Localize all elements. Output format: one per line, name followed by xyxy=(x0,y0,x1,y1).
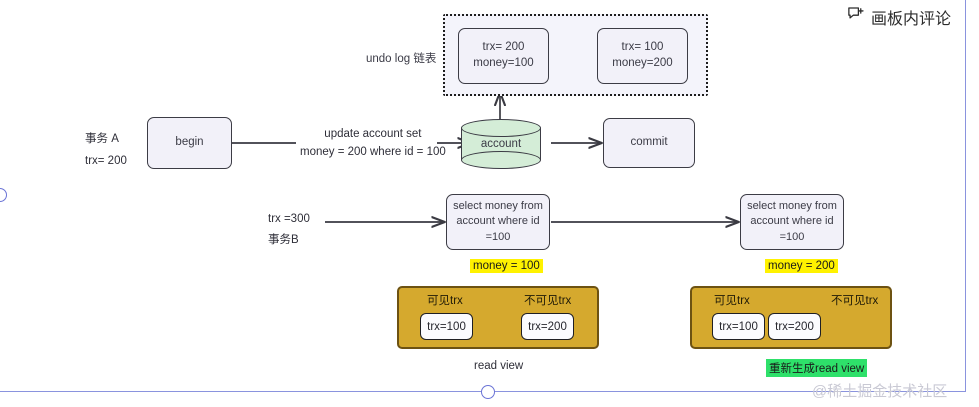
undo-log-entry-1[interactable]: trx= 200 money=100 xyxy=(458,28,549,84)
undo-log-label: undo log 链表 xyxy=(366,53,437,65)
read-view-1-caption: read view xyxy=(474,360,524,372)
select-node-second[interactable]: select money from account where id =100 xyxy=(740,194,844,250)
commit-node[interactable]: commit xyxy=(603,118,695,168)
comment-in-board-button[interactable]: 画板内评论 xyxy=(847,5,951,29)
transaction-b-name: 事务B xyxy=(268,234,299,246)
read-view-1-visible-header: 可见trx xyxy=(427,295,463,307)
read-view-2-visible-chip[interactable]: trx=100 xyxy=(712,313,765,340)
undo-log-entry-2[interactable]: trx= 100 money=200 xyxy=(597,28,688,84)
select-node-first[interactable]: select money from account where id =100 xyxy=(446,194,550,250)
commit-label: commit xyxy=(630,136,668,149)
read-view-1-invisible-header: 不可见trx xyxy=(524,295,572,307)
update-statement-line2: money = 200 where id = 100 xyxy=(300,145,446,158)
select-first-result: money = 100 xyxy=(470,259,543,273)
transaction-a-trx: trx= 200 xyxy=(85,155,127,167)
begin-label: begin xyxy=(175,136,204,149)
read-view-2-visible-header: 可见trx xyxy=(714,295,750,307)
account-table-label: account xyxy=(480,138,522,150)
update-statement-line1: update account set xyxy=(324,128,422,140)
read-view-1-invisible-chip[interactable]: trx=200 xyxy=(521,313,574,340)
comment-plus-icon xyxy=(847,6,864,28)
select-first-line3: =100 xyxy=(485,230,511,243)
watermark: @稀土掘金技术社区 xyxy=(812,383,948,400)
select-second-line1: select money from xyxy=(747,200,837,213)
undo-entry-1-trx: trx= 200 xyxy=(482,41,525,54)
undo-entry-2-trx: trx= 100 xyxy=(621,41,664,54)
read-view-2-invisible-header: 不可见trx xyxy=(831,295,879,307)
select-first-line1: select money from xyxy=(453,200,543,213)
selection-handle-left[interactable] xyxy=(0,188,7,202)
account-table-cylinder[interactable]: account xyxy=(461,119,541,169)
select-second-line3: =100 xyxy=(779,230,805,243)
read-view-2-invisible-chip[interactable]: trx=200 xyxy=(768,313,821,340)
selection-handle-bottom[interactable] xyxy=(481,385,495,399)
transaction-a-name: 事务 A xyxy=(85,133,119,145)
begin-node[interactable]: begin xyxy=(147,117,232,169)
select-first-line2: account where id xyxy=(456,215,540,228)
read-view-2-caption: 重新生成read view xyxy=(766,359,868,377)
comment-in-board-label: 画板内评论 xyxy=(871,11,952,28)
select-second-result: money = 200 xyxy=(765,259,838,273)
cylinder-top xyxy=(461,119,541,137)
select-second-line2: account where id xyxy=(750,215,834,228)
transaction-b-trx: trx =300 xyxy=(268,213,310,225)
cylinder-bottom xyxy=(461,151,541,169)
update-statement: update account set money = 200 where id … xyxy=(300,126,446,162)
read-view-1-visible-chip[interactable]: trx=100 xyxy=(420,313,473,340)
undo-entry-1-money: money=100 xyxy=(473,57,534,69)
undo-entry-2-money: money=200 xyxy=(612,57,673,69)
